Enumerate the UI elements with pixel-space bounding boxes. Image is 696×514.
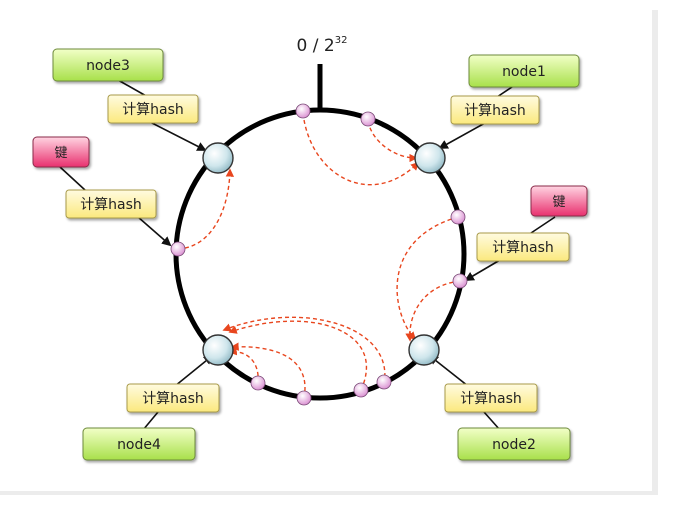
object-dot [450,209,466,225]
object-dot [452,273,468,289]
mapping-arrow-2 [367,120,418,163]
node1-position [414,142,446,174]
node3-label: node3 [86,58,130,74]
key-right-label: 键 [552,195,565,210]
key-left-box [32,136,90,168]
node2-position [408,334,440,366]
node3-hash-label: 计算hash [122,102,184,118]
object-dot [295,103,311,119]
key-left-hash-label: 计算hash [80,197,142,213]
mapping-arrow-6 [228,346,259,384]
mapping-arrows [177,112,461,399]
key-right-hash-box [476,232,570,262]
object-dot [360,111,376,127]
object-dot [170,241,186,257]
node2-hash-arrow [428,354,469,387]
node3-position [202,142,234,174]
mapping-arrow-3 [177,168,235,250]
node1-hash-box [450,95,540,125]
node3-hash-box [107,94,199,124]
object-dot [250,375,266,391]
node2-hash-box [444,383,538,413]
connector-lines [59,79,556,431]
node4-hash-arrow [174,354,214,387]
node2-connector [483,411,501,431]
node1-box [468,54,580,88]
node-boxes [52,48,580,461]
key-boxes [32,136,588,217]
node3-connector [117,79,149,98]
mapping-arrow-5 [405,280,461,342]
key-left-connector [59,166,86,191]
key-right-hash-label: 计算hash [492,240,554,256]
node1-label: node1 [502,64,546,80]
node4-connector [142,411,159,431]
node2-box [457,427,571,461]
node2-label: node2 [492,437,536,453]
mapping-arrow-1 [302,112,420,186]
node1-hash-arrow [438,122,486,149]
ring-origin-label: 0 / 232 [297,35,348,56]
node4-hash-label: 计算hash [142,391,204,407]
node4-position [202,334,234,366]
node4-label: node4 [117,437,161,453]
key-left-label: 键 [54,146,67,161]
key-right-connector [527,216,556,236]
node3-box [52,48,164,82]
mapping-arrow-4 [396,216,459,341]
key-right-box [530,185,588,217]
key-left-hash-arrow [137,216,172,247]
node4-box [82,427,196,461]
mapping-arrow-8 [228,320,368,391]
object-dots [170,103,468,406]
key-right-hash-arrow [464,259,501,281]
mapping-arrow-7 [230,342,306,399]
mapping-arrow-9 [222,316,386,385]
object-dot [353,382,369,398]
node1-hash-label: 计算hash [464,103,526,119]
hash-boxes [65,94,570,413]
node-circles [202,142,446,366]
node2-hash-label: 计算hash [460,391,522,407]
object-dot [376,374,392,390]
key-left-hash-box [65,189,157,219]
node3-hash-arrow [149,121,207,151]
object-dot [296,390,312,406]
node4-hash-box [126,383,220,413]
